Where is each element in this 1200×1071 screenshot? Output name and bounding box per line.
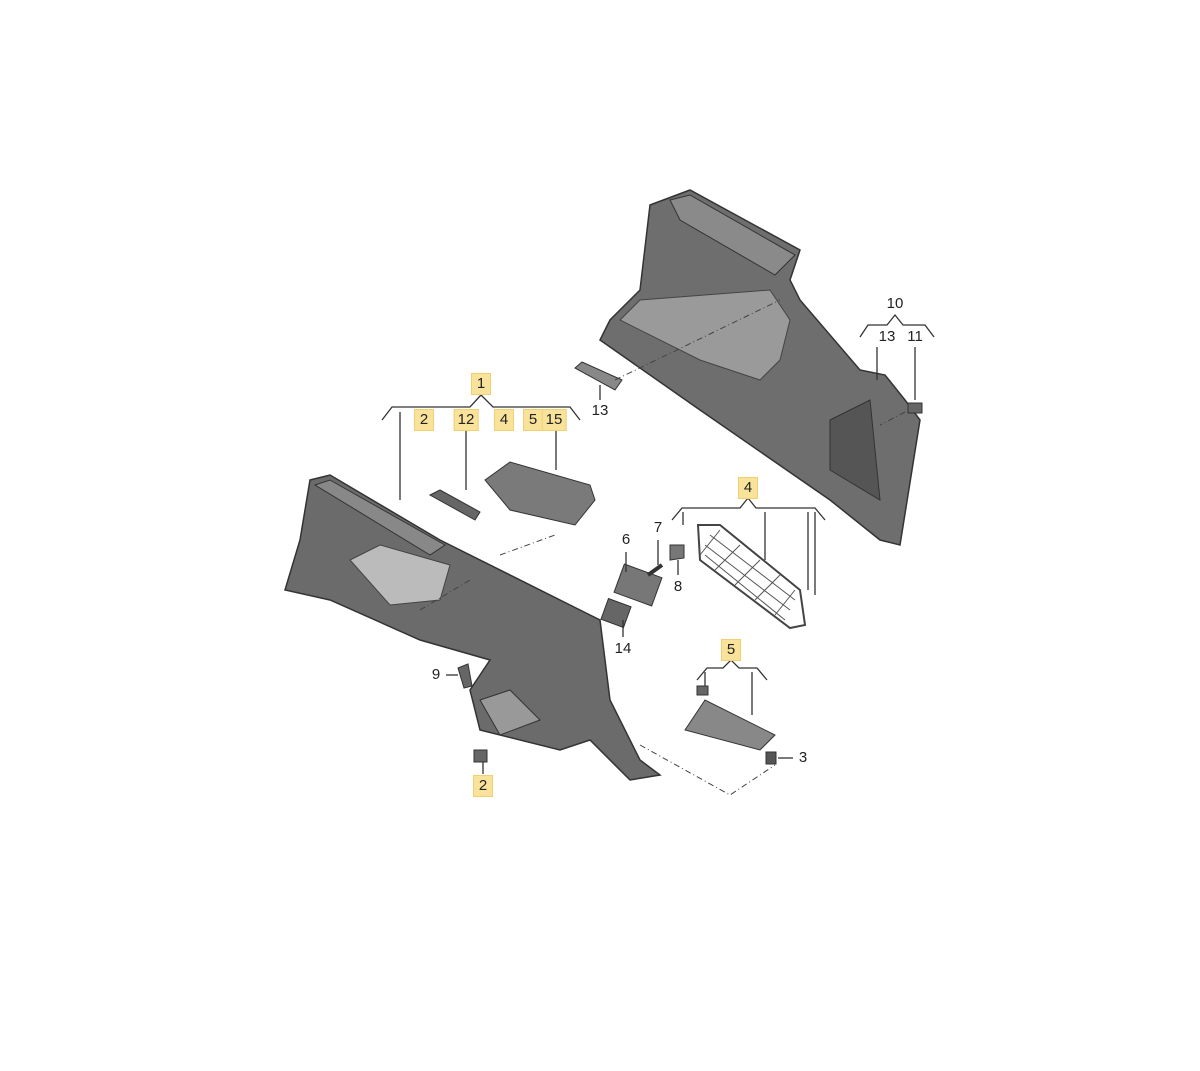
callout-7: 7 bbox=[653, 519, 663, 536]
callout-12: 12 bbox=[453, 409, 479, 431]
callout-11: 11 bbox=[907, 328, 923, 345]
callout-2: 2 bbox=[473, 775, 493, 797]
clip-part-8 bbox=[669, 544, 685, 561]
callout-6: 6 bbox=[621, 531, 631, 548]
callout-4: 4 bbox=[494, 409, 514, 431]
left-side-trim-panel bbox=[284, 474, 662, 781]
clip-part-3 bbox=[765, 751, 777, 765]
callout-8: 8 bbox=[673, 578, 683, 595]
callout-15: 15 bbox=[541, 409, 567, 431]
callout-2: 2 bbox=[414, 409, 434, 431]
callout-13: 13 bbox=[878, 328, 896, 345]
screw-part bbox=[646, 563, 664, 577]
right-side-trim-panel bbox=[599, 189, 921, 546]
small-clip bbox=[696, 685, 709, 696]
callout-14: 14 bbox=[614, 640, 632, 657]
cover-part bbox=[600, 597, 632, 629]
trim-strip bbox=[574, 361, 623, 391]
callout-9: 9 bbox=[431, 666, 441, 683]
clip-part bbox=[907, 402, 923, 414]
storage-tray bbox=[484, 461, 596, 526]
callout-13: 13 bbox=[591, 402, 609, 419]
callout-5: 5 bbox=[721, 639, 741, 661]
callout-10: 10 bbox=[886, 295, 904, 312]
assembly-lines bbox=[419, 299, 906, 796]
clip-part-9 bbox=[457, 663, 473, 689]
callout-1: 1 bbox=[471, 373, 491, 395]
luggage-net bbox=[696, 524, 807, 630]
callout-3: 3 bbox=[798, 749, 808, 766]
floor-cover bbox=[684, 699, 776, 751]
leader-lines bbox=[381, 313, 935, 774]
callout-4: 4 bbox=[738, 477, 758, 499]
callout-5: 5 bbox=[523, 409, 543, 431]
handle-part bbox=[428, 489, 481, 521]
clip-part-2 bbox=[473, 749, 488, 763]
